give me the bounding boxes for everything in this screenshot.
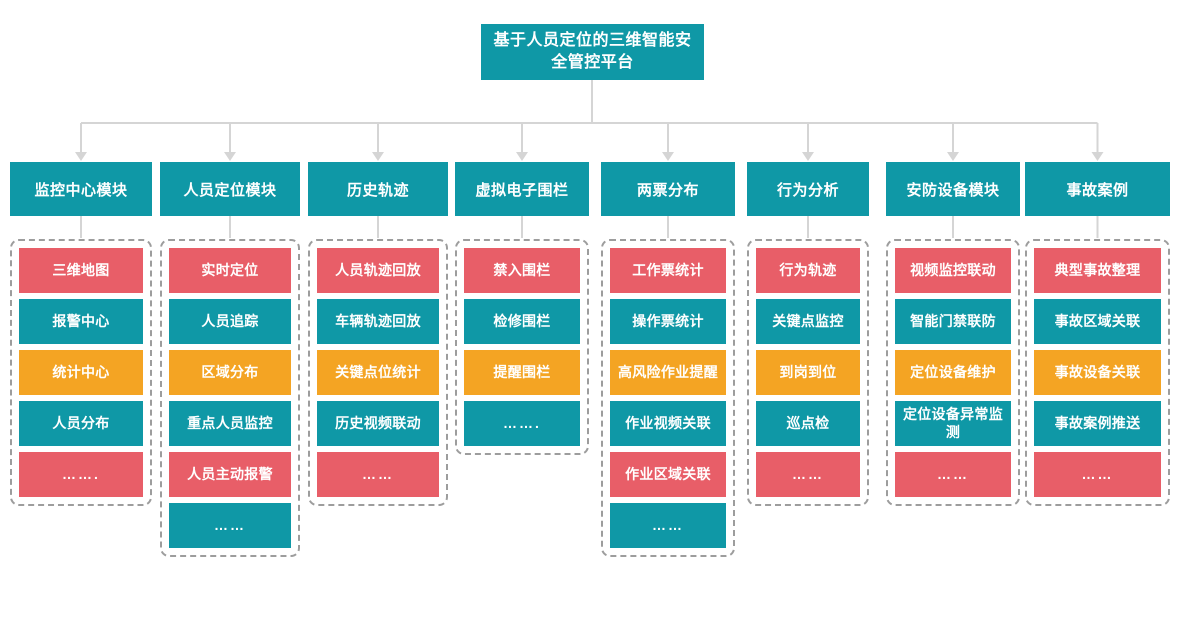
header-group-connector-gap — [160, 216, 300, 239]
feature-item[interactable]: 提醒围栏 — [464, 350, 580, 395]
header-group-connector-gap — [747, 216, 869, 239]
feature-item[interactable]: 统计中心 — [19, 350, 143, 395]
feature-item[interactable]: 典型事故整理 — [1034, 248, 1161, 293]
feature-item[interactable]: 关键点监控 — [756, 299, 860, 344]
module-feature-group: 人员轨迹回放车辆轨迹回放关键点位统计历史视频联动 …… — [308, 239, 448, 506]
module-feature-group: 行为轨迹关键点监控到岗到位巡点检 …… — [747, 239, 869, 506]
feature-item[interactable]: 三维地图 — [19, 248, 143, 293]
feature-item[interactable]: 禁入围栏 — [464, 248, 580, 293]
feature-item[interactable]: 人员追踪 — [169, 299, 291, 344]
module-column: 监控中心模块三维地图报警中心统计中心人员分布 ……. — [10, 162, 152, 506]
module-feature-group: 三维地图报警中心统计中心人员分布 ……. — [10, 239, 152, 506]
feature-item-ellipsis[interactable]: …… — [756, 452, 860, 497]
module-feature-group: 典型事故整理事故区域关联事故设备关联事故案例推送 …… — [1025, 239, 1170, 506]
feature-item-ellipsis[interactable]: ……. — [19, 452, 143, 497]
feature-item[interactable]: 到岗到位 — [756, 350, 860, 395]
feature-item[interactable]: 巡点检 — [756, 401, 860, 446]
feature-item[interactable]: 人员主动报警 — [169, 452, 291, 497]
feature-item-ellipsis[interactable]: ……. — [464, 401, 580, 446]
feature-item[interactable]: 智能门禁联防 — [895, 299, 1011, 344]
module-feature-group: 实时定位人员追踪区域分布重点人员监控人员主动报警 …… — [160, 239, 300, 557]
header-group-connector-gap — [10, 216, 152, 239]
feature-item[interactable]: 报警中心 — [19, 299, 143, 344]
feature-item-ellipsis[interactable]: …… — [317, 452, 439, 497]
feature-item[interactable]: 事故设备关联 — [1034, 350, 1161, 395]
module-column: 虚拟电子围栏禁入围栏检修围栏提醒围栏 ……. — [455, 162, 589, 455]
header-group-connector-gap — [601, 216, 735, 239]
module-column: 事故案例典型事故整理事故区域关联事故设备关联事故案例推送 …… — [1025, 162, 1170, 506]
feature-item-ellipsis[interactable]: …… — [169, 503, 291, 548]
feature-item[interactable]: 区域分布 — [169, 350, 291, 395]
feature-item[interactable]: 实时定位 — [169, 248, 291, 293]
module-column: 安防设备模块视频监控联动智能门禁联防定位设备维护定位设备异常监测 …… — [886, 162, 1020, 506]
module-feature-group: 禁入围栏检修围栏提醒围栏 ……. — [455, 239, 589, 455]
module-header-7[interactable]: 安防设备模块 — [886, 162, 1020, 216]
module-header-8[interactable]: 事故案例 — [1025, 162, 1170, 216]
module-header-3[interactable]: 历史轨迹 — [308, 162, 448, 216]
feature-item[interactable]: 历史视频联动 — [317, 401, 439, 446]
feature-item[interactable]: 高风险作业提醒 — [610, 350, 726, 395]
header-group-connector-gap — [886, 216, 1020, 239]
header-group-connector-gap — [1025, 216, 1170, 239]
module-column: 行为分析行为轨迹关键点监控到岗到位巡点检 …… — [747, 162, 869, 506]
feature-item[interactable]: 事故案例推送 — [1034, 401, 1161, 446]
feature-item[interactable]: 作业视频关联 — [610, 401, 726, 446]
feature-item-ellipsis[interactable]: …… — [895, 452, 1011, 497]
module-column: 两票分布工作票统计操作票统计高风险作业提醒作业视频关联作业区域关联 …… — [601, 162, 735, 557]
feature-item[interactable]: 定位设备异常监测 — [895, 401, 1011, 446]
feature-item[interactable]: 操作票统计 — [610, 299, 726, 344]
feature-item[interactable]: 工作票统计 — [610, 248, 726, 293]
feature-item-ellipsis[interactable]: …… — [610, 503, 726, 548]
feature-item[interactable]: 关键点位统计 — [317, 350, 439, 395]
module-feature-group: 视频监控联动智能门禁联防定位设备维护定位设备异常监测 …… — [886, 239, 1020, 506]
feature-item[interactable]: 重点人员监控 — [169, 401, 291, 446]
module-header-5[interactable]: 两票分布 — [601, 162, 735, 216]
module-header-1[interactable]: 监控中心模块 — [10, 162, 152, 216]
module-header-6[interactable]: 行为分析 — [747, 162, 869, 216]
module-header-2[interactable]: 人员定位模块 — [160, 162, 300, 216]
module-column: 人员定位模块实时定位人员追踪区域分布重点人员监控人员主动报警 …… — [160, 162, 300, 557]
header-group-connector-gap — [455, 216, 589, 239]
feature-item[interactable]: 人员分布 — [19, 401, 143, 446]
feature-item[interactable]: 定位设备维护 — [895, 350, 1011, 395]
module-header-4[interactable]: 虚拟电子围栏 — [455, 162, 589, 216]
header-group-connector-gap — [308, 216, 448, 239]
module-column: 历史轨迹人员轨迹回放车辆轨迹回放关键点位统计历史视频联动 …… — [308, 162, 448, 506]
feature-item[interactable]: 视频监控联动 — [895, 248, 1011, 293]
feature-item[interactable]: 行为轨迹 — [756, 248, 860, 293]
root-title-box: 基于人员定位的三维智能安全管控平台 — [481, 24, 704, 80]
feature-item[interactable]: 人员轨迹回放 — [317, 248, 439, 293]
feature-item[interactable]: 事故区域关联 — [1034, 299, 1161, 344]
feature-item[interactable]: 车辆轨迹回放 — [317, 299, 439, 344]
feature-item-ellipsis[interactable]: …… — [1034, 452, 1161, 497]
feature-item[interactable]: 检修围栏 — [464, 299, 580, 344]
feature-item[interactable]: 作业区域关联 — [610, 452, 726, 497]
module-feature-group: 工作票统计操作票统计高风险作业提醒作业视频关联作业区域关联 …… — [601, 239, 735, 557]
